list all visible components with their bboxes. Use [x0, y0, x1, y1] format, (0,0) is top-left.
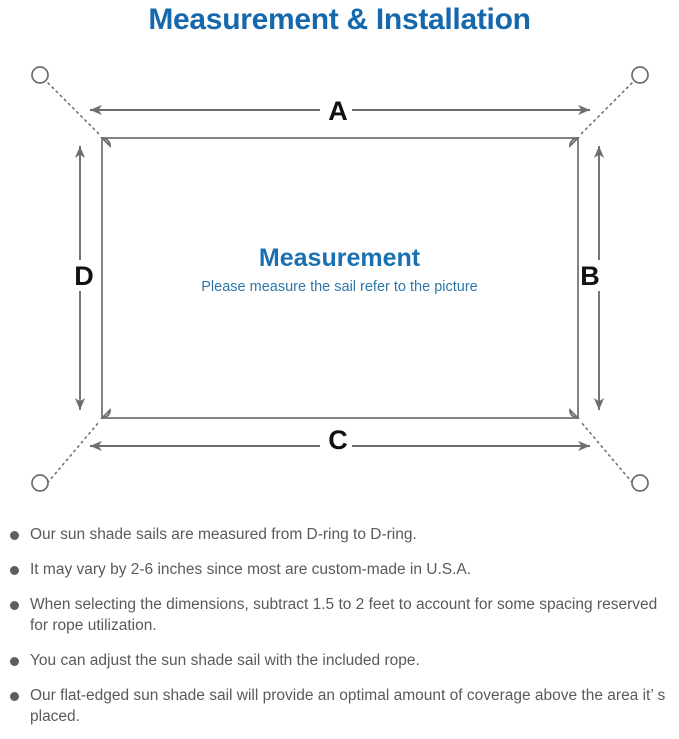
- sail-diagram: [31, 66, 649, 492]
- bullet-icon: [10, 692, 19, 701]
- anchor-rings: [31, 66, 649, 492]
- list-item: You can adjust the sun shade sail with t…: [0, 650, 679, 671]
- note-text: You can adjust the sun shade sail with t…: [30, 652, 420, 669]
- bullet-icon: [10, 601, 19, 610]
- bullet-icon: [10, 531, 19, 540]
- note-text: It may vary by 2-6 inches since most are…: [30, 561, 472, 578]
- dimension-label-b: B: [580, 261, 600, 291]
- anchor-ring-bottom-right: [631, 474, 649, 492]
- rope-bottom-right: [580, 421, 637, 488]
- sail-rectangle: [101, 137, 579, 419]
- bullet-icon: [10, 566, 19, 575]
- rope-top-left: [43, 78, 100, 135]
- rope-lines: [43, 78, 637, 488]
- d-ring-bottom-right-arc: [569, 409, 579, 419]
- rope-top-right: [580, 78, 637, 135]
- d-ring-top-right-arc: [569, 137, 579, 147]
- sail-subtitle: Please measure the sail refer to the pic…: [201, 279, 478, 295]
- notes-list: Our sun shade sails are measured from D-…: [0, 524, 679, 739]
- note-text: Our sun shade sails are measured from D-…: [30, 526, 417, 543]
- d-ring-top-left-arc: [101, 137, 111, 147]
- anchor-ring-bottom-left: [31, 474, 49, 492]
- rope-bottom-left: [43, 421, 100, 488]
- list-item: Our flat-edged sun shade sail will provi…: [0, 685, 679, 727]
- note-text: When selecting the dimensions, subtract …: [30, 596, 658, 634]
- d-ring-bottom-left-arc: [101, 409, 111, 419]
- d-rings: [99, 137, 581, 419]
- dimension-label-a: A: [328, 96, 348, 126]
- list-item: It may vary by 2-6 inches since most are…: [0, 559, 679, 580]
- anchor-ring-top-left: [31, 66, 49, 84]
- list-item: Our sun shade sails are measured from D-…: [0, 524, 679, 545]
- sail-heading: Measurement: [258, 244, 421, 272]
- note-text: Our flat-edged sun shade sail will provi…: [30, 687, 666, 725]
- dimension-arrows: [74, 104, 605, 452]
- dimension-label-c: C: [328, 425, 348, 455]
- list-item: When selecting the dimensions, subtract …: [0, 594, 679, 636]
- bullet-icon: [10, 657, 19, 666]
- anchor-ring-top-right: [631, 66, 649, 84]
- dimension-label-d: D: [74, 261, 94, 291]
- page-title: Measurement & Installation: [148, 3, 531, 36]
